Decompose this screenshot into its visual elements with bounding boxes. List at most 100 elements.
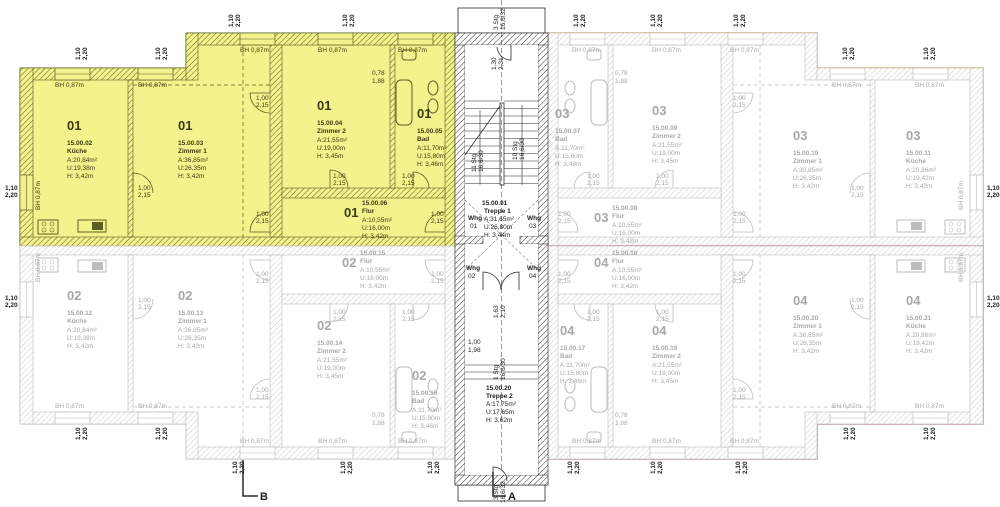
door[interactable]	[412, 303, 430, 321]
window-width-label: 1,10	[735, 461, 742, 474]
door[interactable]	[424, 259, 446, 281]
room-height: H: 3,46m	[417, 161, 443, 168]
burner-icon	[956, 265, 962, 271]
door-width-label: 1,00	[733, 95, 746, 102]
double-door[interactable]	[482, 271, 520, 291]
window-height-label: 2,20	[82, 47, 89, 60]
door[interactable]	[329, 303, 349, 323]
window-width-label: 1,10	[228, 14, 235, 27]
door[interactable]	[557, 211, 579, 233]
door[interactable]	[249, 211, 271, 233]
window-height-label: 2,20	[162, 427, 169, 440]
door[interactable]	[557, 259, 579, 281]
door[interactable]	[424, 211, 446, 233]
room-area: A:20,86m²	[906, 332, 937, 339]
room-perimeter: U:16,00m	[612, 230, 640, 237]
room-id: 15.00.14	[317, 340, 343, 347]
wall	[281, 187, 446, 199]
room-perimeter: U:16,00m	[360, 275, 388, 282]
room-name: Zimmer 1	[178, 318, 207, 325]
wall	[804, 32, 818, 81]
door[interactable]	[849, 172, 871, 194]
room-area: A:11,70m²	[560, 362, 590, 369]
washbasin-icon	[564, 80, 576, 96]
toilet-icon	[401, 49, 417, 61]
door[interactable]	[732, 378, 754, 400]
room-perimeter: U:16,00m	[612, 275, 640, 282]
room-area: A:21,55m²	[317, 357, 348, 364]
landing-diagonal	[464, 199, 539, 271]
unit-number: 03	[652, 103, 666, 118]
door-width-label: 1,30	[491, 57, 498, 70]
room-height: H: 3,44m	[484, 232, 510, 239]
window-height-label: 2,20	[580, 14, 587, 27]
door[interactable]	[132, 298, 154, 320]
stair-flight-label: 10 Stg	[512, 141, 519, 160]
door[interactable]	[654, 169, 674, 189]
door[interactable]	[249, 259, 271, 281]
door[interactable]	[849, 298, 871, 320]
stair-ratio-label: 16,6/30	[519, 138, 526, 160]
window-height-label: 2,20	[930, 427, 937, 440]
apartment-entry-label: Whg	[527, 265, 541, 272]
door-width-label: 1,00	[851, 297, 864, 304]
door[interactable]	[249, 378, 271, 400]
stove-icon	[37, 257, 59, 273]
room-name: Zimmer 2	[317, 348, 346, 355]
room-name: Treppe 1	[484, 208, 511, 215]
room-id: 15.00.05	[417, 128, 443, 135]
wall	[607, 303, 614, 448]
stove-icon	[944, 257, 966, 273]
room-height: H: 3,42m	[178, 343, 204, 350]
apartment-02	[19, 245, 456, 460]
wall	[869, 254, 876, 413]
door[interactable]	[573, 171, 591, 189]
door[interactable]	[329, 169, 349, 189]
unit-number: 02	[342, 255, 356, 270]
window-width-label: 1,10	[843, 427, 850, 440]
sill-height-label: BH 0,87m	[915, 403, 944, 410]
door[interactable]	[132, 172, 154, 194]
room-area: A:20,86m²	[906, 167, 937, 174]
door-width-label: 1,00	[256, 95, 269, 102]
unit-number: 01	[317, 98, 331, 113]
entrance-door-top[interactable]	[496, 45, 512, 61]
stair-flight-label: 3 Stg	[493, 484, 500, 500]
door[interactable]	[654, 303, 674, 323]
door-height-label: 2,15	[333, 316, 346, 323]
wall	[19, 67, 34, 247]
apartment-entry-number: 03	[529, 223, 537, 230]
door-width-label: 1,00	[851, 185, 864, 192]
door-width-label: 1,00	[558, 211, 571, 218]
sill-height-label: BH 0,87m	[915, 82, 944, 89]
wall	[720, 254, 734, 448]
toilet-icon	[586, 49, 602, 61]
door-width-label: 1,00	[733, 211, 746, 218]
section-marker-a	[492, 472, 506, 497]
door[interactable]	[249, 92, 271, 114]
door-width-label: 1,00	[431, 271, 444, 278]
sill-height-label: BH 0,87m	[652, 47, 681, 54]
stair-flight-label: 11 Stg	[471, 153, 478, 172]
door[interactable]	[732, 211, 754, 233]
apartment-entry-number: 02	[468, 273, 476, 280]
room-id: 15.00.20	[793, 315, 819, 322]
wall	[19, 245, 456, 256]
stove-icon	[944, 219, 966, 235]
room-area: A:21,55m²	[652, 362, 683, 369]
room-area: A:36,85m²	[793, 332, 824, 339]
door[interactable]	[573, 303, 591, 321]
window-width-label: 1,10	[155, 47, 162, 60]
door-width-label: 1,00	[256, 387, 269, 394]
apartment-entry-label: Whg	[468, 215, 482, 222]
room-area: A:21,55m²	[652, 142, 683, 149]
door[interactable]	[412, 171, 430, 189]
window-height-label: 2,20	[850, 427, 857, 440]
door[interactable]	[732, 92, 754, 114]
window-width-label: 1,10	[650, 461, 657, 474]
door[interactable]	[732, 259, 754, 281]
entrance-door-bottom[interactable]	[492, 466, 508, 485]
door-height-label: 2,15	[431, 278, 444, 285]
wall	[269, 254, 283, 448]
unit-number: 03	[594, 210, 608, 225]
